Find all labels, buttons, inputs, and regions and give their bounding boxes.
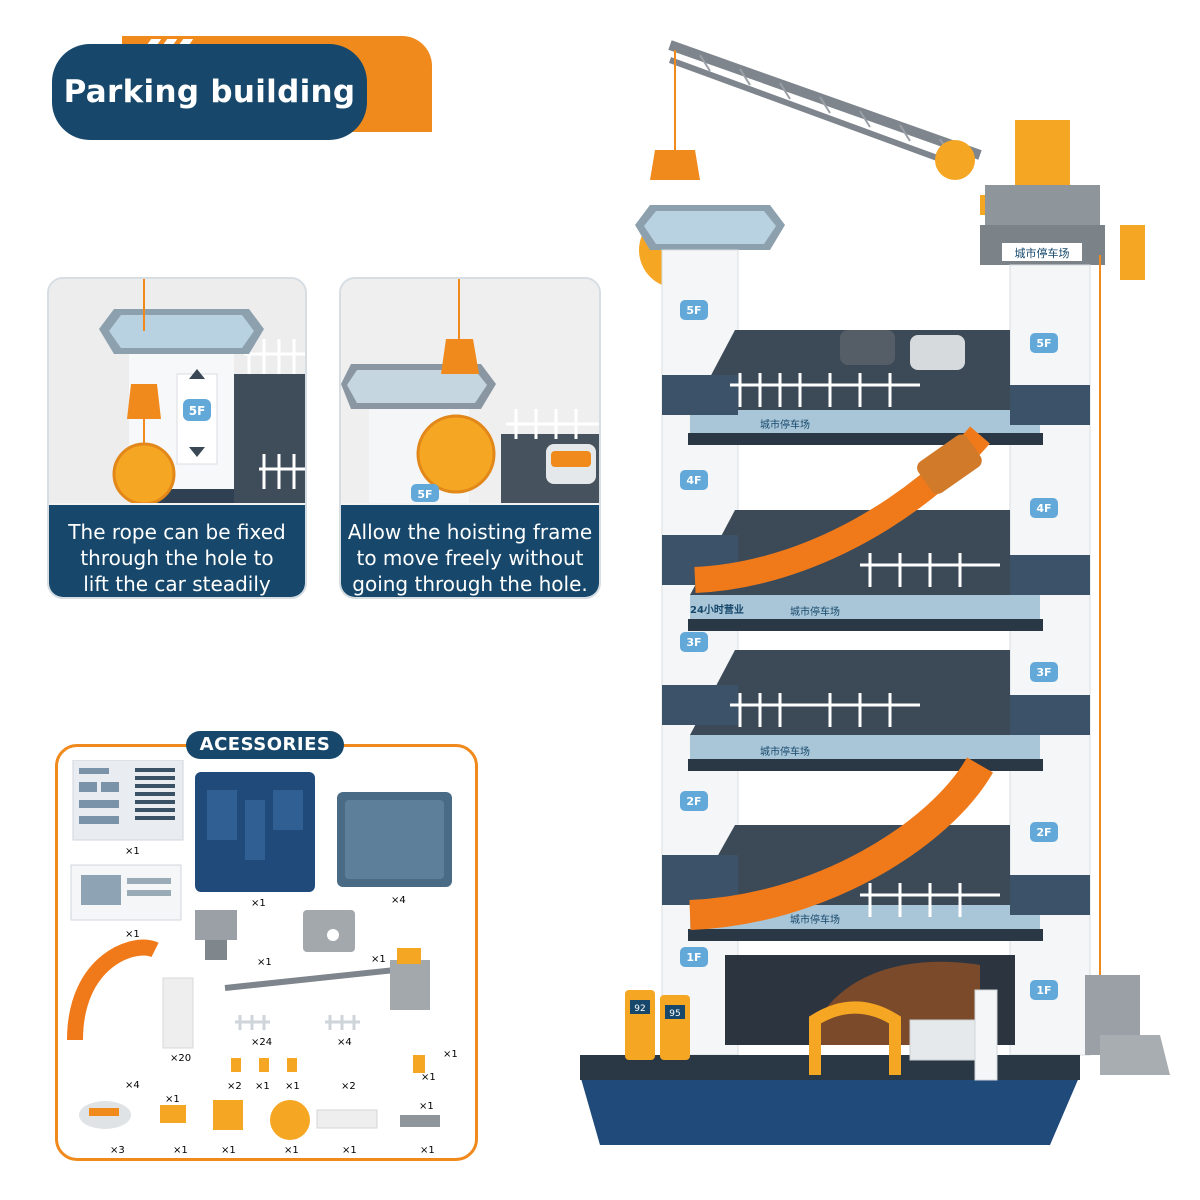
entrance-arch bbox=[809, 1001, 901, 1075]
caption-line: through the hole to bbox=[80, 546, 274, 570]
floor-label-5f: 5F bbox=[417, 488, 432, 501]
qty-label: ×1 bbox=[165, 1094, 180, 1105]
crane: 城市停车场 bbox=[650, 40, 1145, 985]
rope-closeup-photo: 5F bbox=[49, 279, 305, 503]
qty-label: ×4 bbox=[391, 895, 406, 906]
card-caption-rope: The rope can be fixed through the hole t… bbox=[49, 505, 305, 597]
building-base bbox=[580, 1075, 1080, 1145]
floor-badge-3f: 3F bbox=[686, 636, 701, 649]
qty-label: ×24 bbox=[251, 1037, 272, 1048]
qty-label: ×1 bbox=[284, 1145, 299, 1156]
detail-card-rope: 5F The rope can be fixed through the hol… bbox=[47, 277, 307, 599]
qty-label: ×1 bbox=[173, 1145, 188, 1156]
qty-label: ×1 bbox=[255, 1081, 270, 1092]
qty-label: ×20 bbox=[170, 1053, 191, 1064]
floor-sign: 城市停车场 bbox=[760, 418, 810, 431]
hoist-closeup-photo: 5F bbox=[341, 279, 599, 503]
caption-line: to move freely without bbox=[356, 546, 584, 570]
qty-label: ×1 bbox=[125, 929, 140, 940]
hours-sign: 24小时营业 bbox=[690, 603, 744, 616]
pump-number: 92 bbox=[634, 1004, 645, 1014]
qty-label: ×4 bbox=[125, 1080, 140, 1091]
qty-label: ×2 bbox=[227, 1081, 242, 1092]
floor-badges: 5F 5F 4F 4F 3F 3F 2F 2F 1F 1F bbox=[680, 300, 1058, 1000]
crane-sign-text: 城市停车场 bbox=[1015, 246, 1070, 260]
title-badge: Parking building bbox=[52, 36, 432, 141]
accessories-parts-illustration: ×1 ×1 ×4 ×1 ×1 ×1 ×20 ×24 ×4 ×1 ×4 ×2 ×1… bbox=[67, 760, 458, 1156]
qty-label: ×1 bbox=[221, 1145, 236, 1156]
caption-line: Allow the hoisting frame bbox=[347, 520, 593, 544]
floor-label-5f: 5F bbox=[189, 404, 206, 418]
floor-badge-1f: 1F bbox=[1036, 984, 1051, 997]
caption-line: going through the hole. bbox=[352, 572, 588, 596]
accessory-quantities: ×1 ×1 ×4 ×1 ×1 ×1 ×20 ×24 ×4 ×1 ×4 ×2 ×1… bbox=[110, 846, 458, 1156]
toll-booth bbox=[909, 1019, 981, 1061]
pump-number: 95 bbox=[669, 1009, 680, 1019]
floor-sign: 城市停车场 bbox=[760, 745, 810, 758]
floor-badge-4f: 4F bbox=[686, 474, 701, 487]
qty-label: ×1 bbox=[421, 1072, 436, 1083]
qty-label: ×1 bbox=[125, 846, 140, 857]
qty-label: ×1 bbox=[251, 898, 266, 909]
qty-label: ×1 bbox=[443, 1049, 458, 1060]
toy-car bbox=[910, 335, 965, 370]
floor-sign: 城市停车场 bbox=[790, 913, 840, 926]
floor-badge-2f: 2F bbox=[1036, 826, 1051, 839]
qty-label: ×3 bbox=[110, 1145, 125, 1156]
card-caption-hoist: Allow the hoisting frame to move freely … bbox=[341, 505, 599, 597]
page-title: Parking building bbox=[63, 74, 356, 110]
caption-line: lift the car steadily bbox=[83, 572, 271, 596]
qty-label: ×1 bbox=[257, 957, 272, 968]
toy-car bbox=[917, 434, 982, 494]
qty-label: ×1 bbox=[419, 1101, 434, 1112]
ramp-lower bbox=[689, 757, 994, 930]
accessories-label: ACESSORIES bbox=[186, 731, 344, 759]
floor-badge-1f: 1F bbox=[686, 951, 701, 964]
qty-label: ×4 bbox=[337, 1037, 352, 1048]
parking-building-illustration: 城市停车场 城市停车场 城市停车场 24小时营业 城市停车场 城市停车场 24小… bbox=[580, 40, 1170, 1145]
floor-badge-5f: 5F bbox=[1036, 337, 1051, 350]
floor-badge-2f: 2F bbox=[686, 795, 701, 808]
qty-label: ×1 bbox=[285, 1081, 300, 1092]
qty-label: ×1 bbox=[342, 1145, 357, 1156]
caption-line: The rope can be fixed bbox=[68, 520, 286, 544]
qty-label: ×2 bbox=[341, 1081, 356, 1092]
floor-badge-3f: 3F bbox=[1036, 666, 1051, 679]
qty-label: ×1 bbox=[371, 954, 386, 965]
floor-badge-4f: 4F bbox=[1036, 502, 1051, 515]
title-pill: Parking building bbox=[52, 44, 367, 140]
floor-badge-5f: 5F bbox=[686, 304, 701, 317]
qty-label: ×1 bbox=[420, 1145, 435, 1156]
toy-car bbox=[840, 330, 895, 365]
floor-sign: 城市停车场 bbox=[790, 605, 840, 618]
detail-card-hoist: 5F Allow the hoisting frame to move free… bbox=[339, 277, 601, 599]
gas-pump bbox=[660, 995, 690, 1060]
